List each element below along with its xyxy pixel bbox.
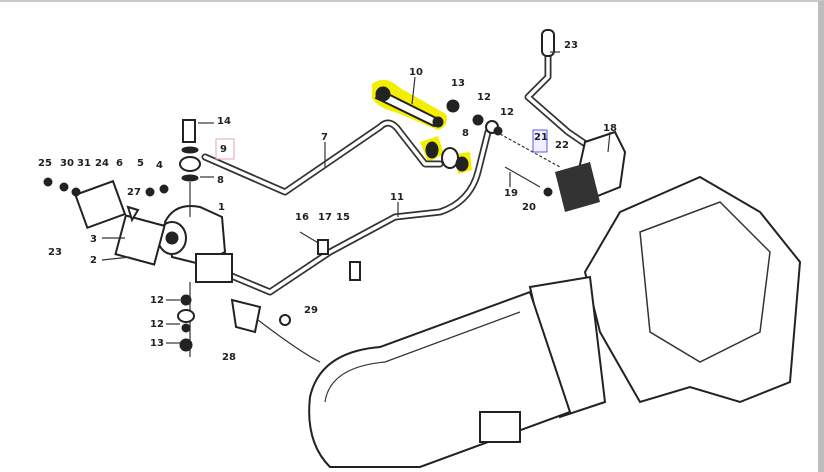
label[interactable]: 1 — [218, 202, 225, 213]
label[interactable]: 30 — [60, 158, 74, 169]
label[interactable]: 11 — [390, 192, 404, 203]
label[interactable]: 31 — [77, 158, 91, 169]
label[interactable]: 27 — [127, 187, 141, 198]
label[interactable]: 19 — [504, 188, 518, 199]
label[interactable]: 17 — [318, 212, 332, 223]
pipe-11 — [206, 128, 492, 296]
label[interactable]: 16 — [295, 212, 309, 223]
label[interactable]: 13 — [150, 338, 164, 349]
label[interactable]: 22 — [555, 140, 569, 151]
part-labels: 14 9 8 25 30 31 24 6 5 4 27 1 3 2 23 12 … — [38, 40, 617, 363]
label[interactable]: 12 — [477, 92, 491, 103]
label[interactable]: 21 — [534, 132, 548, 143]
label[interactable]: 15 — [336, 212, 350, 223]
label[interactable]: 28 — [222, 352, 236, 363]
label[interactable]: 24 — [95, 158, 109, 169]
part-8-seals[interactable] — [425, 141, 469, 172]
label[interactable]: 12 — [150, 319, 164, 330]
fittings-13-12[interactable] — [446, 99, 561, 168]
lever-23 — [524, 29, 594, 151]
label[interactable]: 13 — [451, 78, 465, 89]
label[interactable]: 8 — [462, 128, 469, 139]
label[interactable]: 7 — [321, 132, 328, 143]
transmission-housing — [308, 175, 802, 468]
pump-assembly-1[interactable] — [43, 119, 321, 363]
label-box-21 — [532, 129, 548, 153]
part-10[interactable] — [374, 86, 444, 128]
label-box-9 — [215, 138, 235, 160]
label[interactable]: 23 — [48, 247, 62, 258]
label[interactable]: 14 — [217, 116, 231, 127]
control-valve-18[interactable] — [504, 130, 627, 212]
label[interactable]: 5 — [137, 158, 144, 169]
clamp-15-17[interactable] — [299, 231, 361, 281]
leader-lines — [101, 51, 611, 344]
label[interactable]: 23 — [564, 40, 578, 51]
label[interactable]: 29 — [304, 305, 318, 316]
label[interactable]: 8 — [217, 175, 224, 186]
label[interactable]: 9 — [220, 144, 227, 155]
label[interactable]: 6 — [116, 158, 123, 169]
label[interactable]: 12 — [150, 295, 164, 306]
pipe-7 — [201, 119, 444, 196]
label[interactable]: 18 — [603, 123, 617, 134]
label[interactable]: 3 — [90, 234, 97, 245]
label[interactable]: 25 — [38, 158, 52, 169]
label[interactable]: 4 — [156, 160, 163, 171]
label[interactable]: 20 — [522, 202, 536, 213]
label[interactable]: 12 — [500, 107, 514, 118]
label[interactable]: 2 — [90, 255, 97, 266]
label[interactable]: 10 — [409, 67, 423, 78]
